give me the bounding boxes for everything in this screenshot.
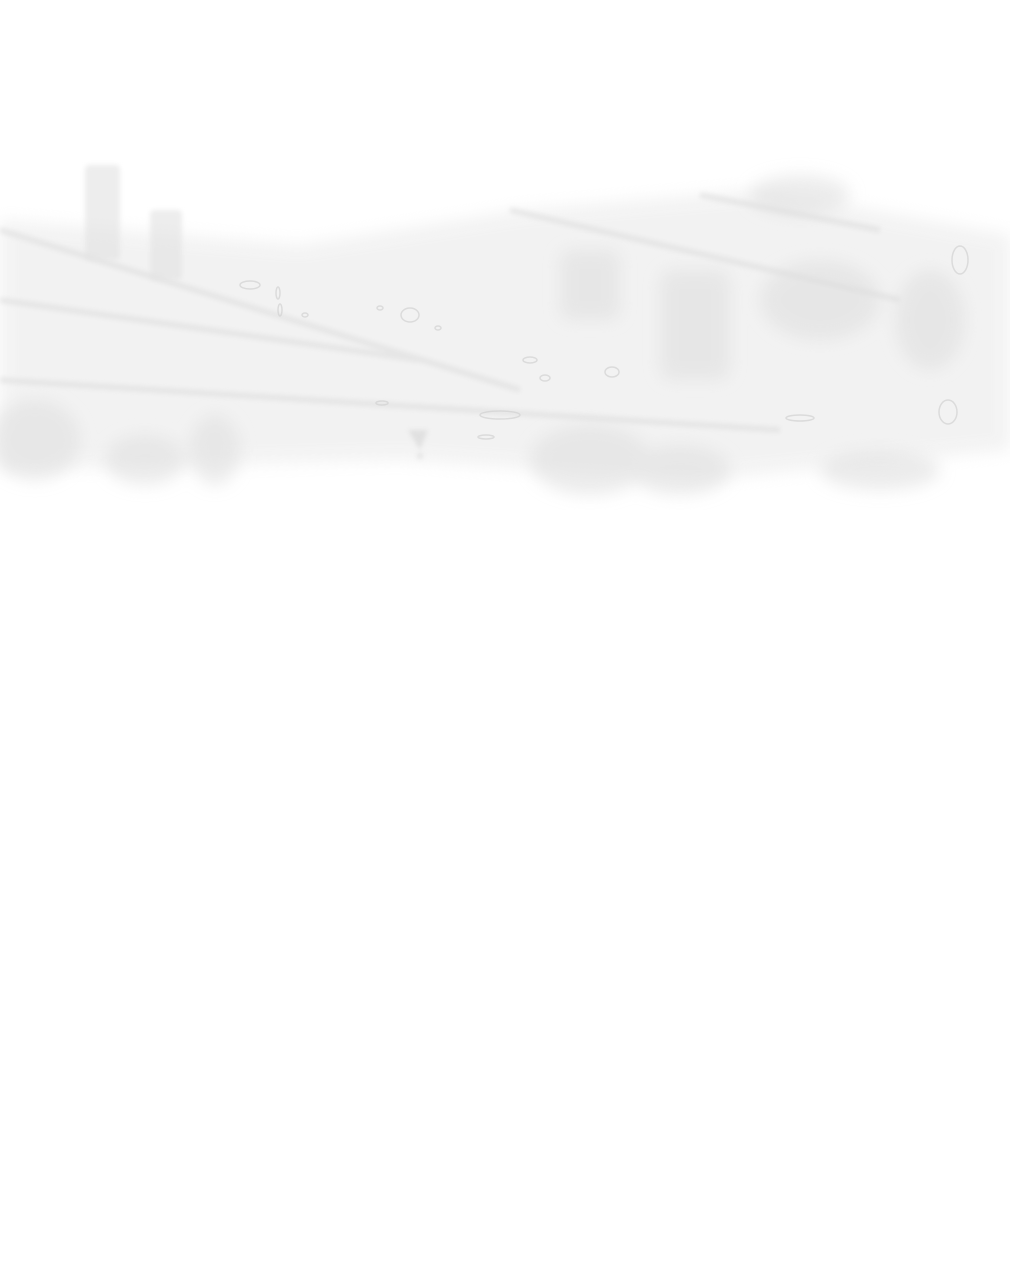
blank-area (0, 510, 1010, 1277)
left-panels (85, 165, 182, 280)
rivet-rings (239, 245, 969, 440)
pendant-shape (408, 430, 428, 459)
base-blobs (0, 400, 940, 495)
faded-machinery-photo (0, 165, 1010, 495)
machine-shapes (560, 175, 965, 380)
haze-band (0, 190, 1010, 480)
